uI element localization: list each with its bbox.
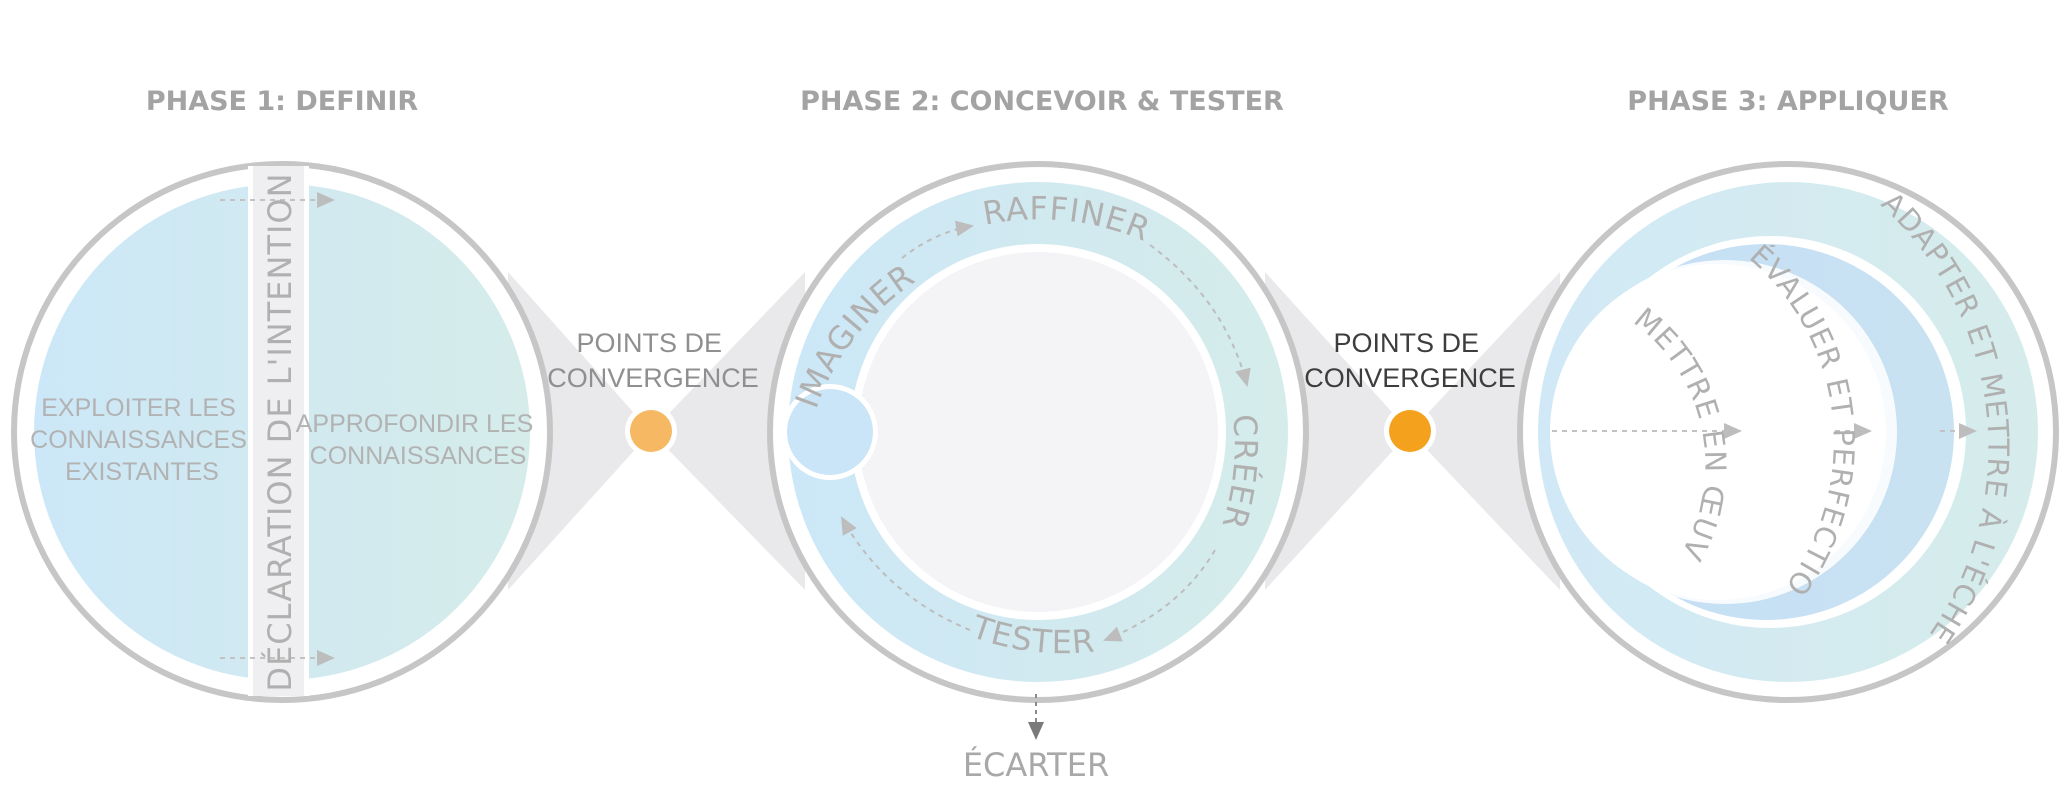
phase-2-title: PHASE 2: CONCEVOIR & TESTER bbox=[800, 86, 1284, 117]
phase-1-title: PHASE 1: DEFINIR bbox=[146, 86, 419, 117]
imagine-bubble bbox=[787, 389, 873, 475]
convergence-label-1: POINTS DE CONVERGENCE bbox=[547, 328, 759, 393]
cycle-arrow-test-imagine bbox=[841, 516, 971, 631]
convergence-label-2: POINTS DE CONVERGENCE bbox=[1304, 328, 1516, 393]
intention-divider-band bbox=[252, 166, 305, 696]
discard-label: ÉCARTER bbox=[963, 746, 1109, 784]
convergence-point-2: POINTS DE CONVERGENCE bbox=[1304, 328, 1516, 457]
convergence-dot-2 bbox=[1389, 410, 1431, 452]
cycle-arrow-refine-create bbox=[1149, 244, 1251, 387]
intention-statement-label: DÉCLARATION DE L'INTENTION bbox=[261, 172, 299, 691]
phase-2-inner-circle bbox=[858, 252, 1218, 612]
phase-3-title: PHASE 3: APPLIQUER bbox=[1627, 86, 1949, 117]
convergence-point-1: POINTS DE CONVERGENCE bbox=[547, 328, 759, 457]
implement-core bbox=[1550, 264, 1886, 600]
cycle-arrow-imagine-refine bbox=[901, 220, 974, 259]
funnel-connector-1 bbox=[508, 272, 805, 590]
phase-1-circle: EXPLOITER LES CONNAISSANCES EXISTANTES A… bbox=[11, 161, 553, 703]
deepen-knowledge-label: APPROFONDIR LES CONNAISSANCES bbox=[296, 410, 541, 470]
funnel-connector-2 bbox=[1265, 272, 1560, 590]
convergence-dot-1 bbox=[630, 410, 672, 452]
existing-knowledge-label: EXPLOITER LES CONNAISSANCES EXISTANTES bbox=[30, 394, 254, 486]
phase-2-circle: IMAGINER RAFFINER CRÉER TESTER bbox=[767, 161, 1309, 740]
